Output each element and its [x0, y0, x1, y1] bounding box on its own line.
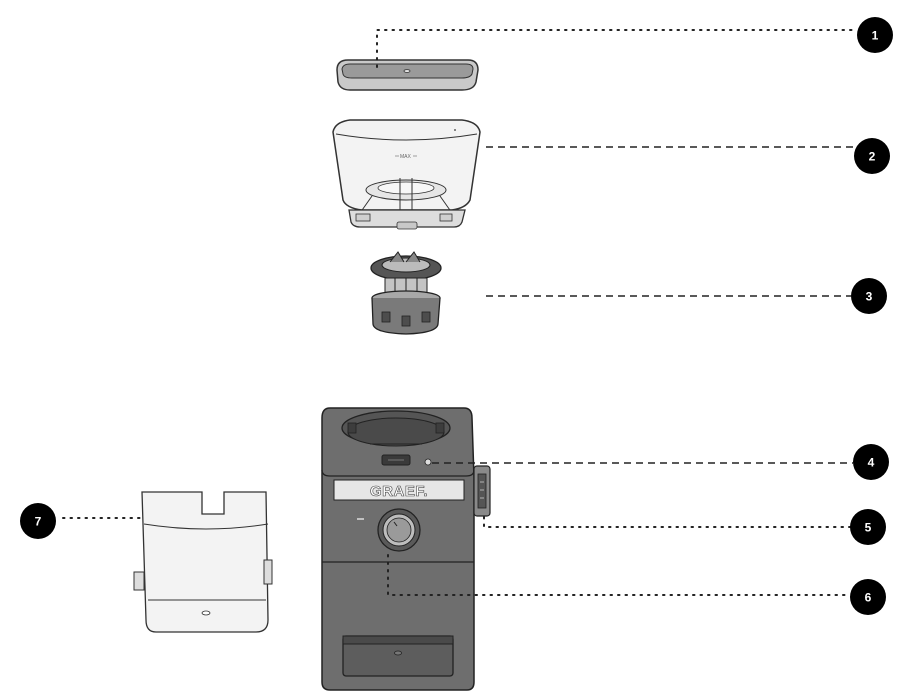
callout-number: 2 — [869, 150, 876, 164]
callout-number: 3 — [866, 290, 873, 304]
part-grinder-body: GRAEF. — [322, 408, 490, 690]
brand-label: GRAEF. — [370, 483, 428, 500]
callout-number: 1 — [872, 29, 879, 43]
callout-number: 5 — [865, 521, 872, 535]
callout-2: 2 — [854, 138, 890, 174]
part-burr — [371, 252, 441, 334]
leader-line-5 — [484, 517, 850, 527]
part-bean-hopper: MAX — [333, 120, 480, 229]
callout-number: 7 — [35, 515, 42, 529]
callout-number: 6 — [865, 591, 872, 605]
max-marking: MAX — [400, 154, 412, 160]
callout-6: 6 — [850, 579, 886, 615]
callout-3: 3 — [851, 278, 887, 314]
callout-7: 7 — [20, 503, 56, 539]
part-grounds-container — [134, 492, 272, 632]
part-lid — [337, 60, 478, 90]
callout-4: 4 — [853, 444, 889, 480]
callout-5: 5 — [850, 509, 886, 545]
callout-number: 4 — [868, 456, 875, 470]
callout-1: 1 — [857, 17, 893, 53]
